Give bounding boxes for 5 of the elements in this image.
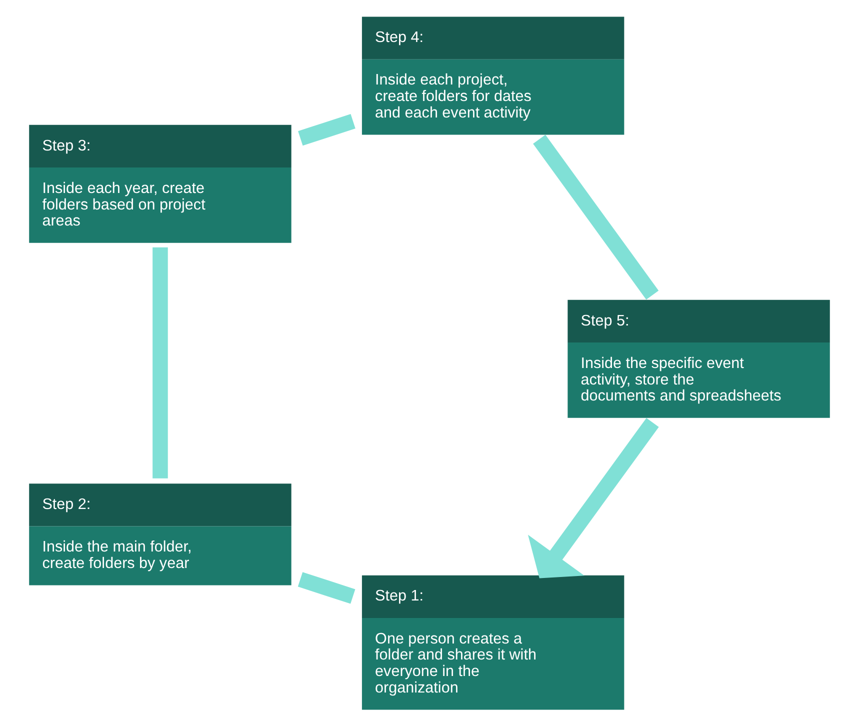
connector <box>298 572 356 604</box>
connector <box>298 114 356 146</box>
connector <box>533 134 659 300</box>
connector <box>152 247 168 478</box>
arrow <box>528 418 659 578</box>
